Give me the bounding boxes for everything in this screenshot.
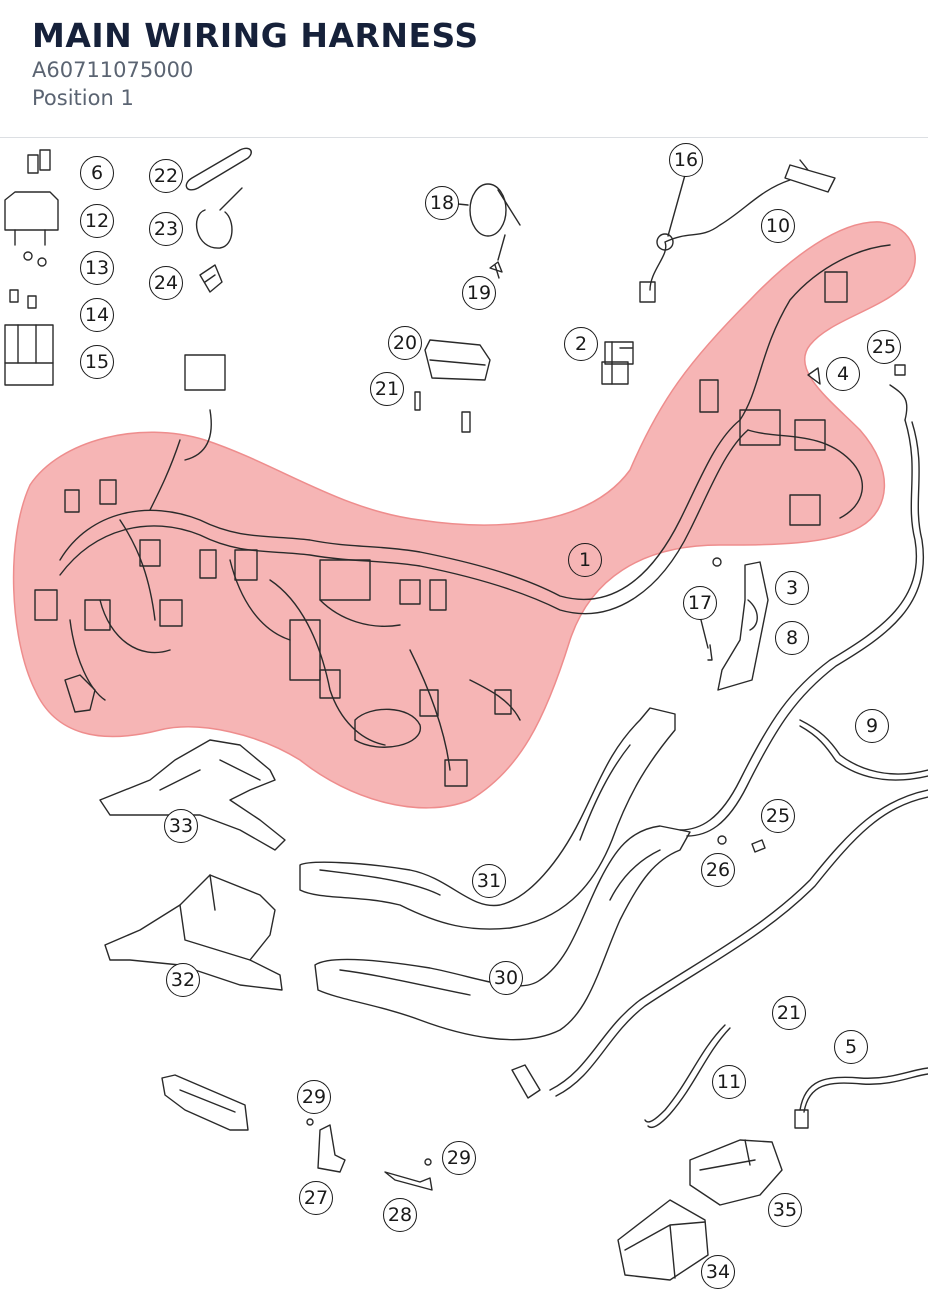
callout-c4[interactable]: 4 <box>826 357 860 391</box>
parts-4-25 <box>807 364 908 421</box>
callout-c13[interactable]: 13 <box>80 251 114 285</box>
callout-c30[interactable]: 30 <box>489 961 523 995</box>
callout-c6[interactable]: 6 <box>80 156 114 190</box>
callout-c26[interactable]: 26 <box>701 853 735 887</box>
part-2 <box>601 341 634 385</box>
callout-c29b[interactable]: 29 <box>442 1141 476 1175</box>
callout-c14[interactable]: 14 <box>80 298 114 332</box>
leader-lines <box>457 174 709 649</box>
callout-c35[interactable]: 35 <box>768 1193 802 1227</box>
callout-c1[interactable]: 1 <box>568 543 602 577</box>
callout-c2[interactable]: 2 <box>564 327 598 361</box>
callout-c8[interactable]: 8 <box>775 621 809 655</box>
callout-c9[interactable]: 9 <box>855 709 889 743</box>
line-art <box>4 147 928 1281</box>
callout-c16[interactable]: 16 <box>669 143 703 177</box>
callout-c21a[interactable]: 21 <box>370 372 404 406</box>
callout-c24[interactable]: 24 <box>149 266 183 300</box>
parts-22-24 <box>185 147 252 293</box>
parts-6-15 <box>4 149 59 386</box>
parts-18-19 <box>469 183 521 273</box>
exploded-parts-diagram <box>0 138 928 1290</box>
callout-c19[interactable]: 19 <box>462 276 496 310</box>
parts-20-21 <box>414 339 491 433</box>
page-title: MAIN WIRING HARNESS <box>32 16 479 55</box>
callout-c33[interactable]: 33 <box>164 809 198 843</box>
diagram-drawing <box>4 147 928 1281</box>
parts-16-10 <box>639 159 836 303</box>
callout-c3[interactable]: 3 <box>775 571 809 605</box>
bracket-31 <box>299 707 676 930</box>
callout-c12[interactable]: 12 <box>80 204 114 238</box>
callout-c5[interactable]: 5 <box>834 1030 868 1064</box>
callout-c25b[interactable]: 25 <box>761 799 795 833</box>
parts-34-35 <box>617 1139 783 1281</box>
main-harness-highlight[interactable] <box>12 221 916 809</box>
header: MAIN WIRING HARNESS A60711075000 Positio… <box>0 0 928 138</box>
callout-c10[interactable]: 10 <box>761 209 795 243</box>
callout-c25a[interactable]: 25 <box>867 330 901 364</box>
callout-c22[interactable]: 22 <box>149 159 183 193</box>
callout-c34[interactable]: 34 <box>701 1255 735 1289</box>
callout-c32[interactable]: 32 <box>166 963 200 997</box>
callout-c11[interactable]: 11 <box>712 1065 746 1099</box>
callout-c15[interactable]: 15 <box>80 345 114 379</box>
callout-c21b[interactable]: 21 <box>772 996 806 1030</box>
part-unlabeled-module <box>161 1074 249 1131</box>
callout-c20[interactable]: 20 <box>388 326 422 360</box>
callout-c27[interactable]: 27 <box>299 1181 333 1215</box>
callout-c17[interactable]: 17 <box>683 586 717 620</box>
callout-c29a[interactable]: 29 <box>297 1080 331 1114</box>
bracket-32 <box>104 874 283 991</box>
harness-connectors <box>34 271 848 787</box>
callout-c28[interactable]: 28 <box>383 1198 417 1232</box>
parts-25-26 <box>717 835 766 853</box>
callout-c18[interactable]: 18 <box>425 186 459 220</box>
position-label: Position 1 <box>32 86 134 110</box>
part-number: A60711075000 <box>32 58 194 82</box>
parts-27-29 <box>306 1118 433 1191</box>
callout-c31[interactable]: 31 <box>472 864 506 898</box>
parts-3-8-17 <box>707 557 769 691</box>
callout-c23[interactable]: 23 <box>149 212 183 246</box>
bracket-30 <box>314 825 691 1041</box>
long-cables <box>511 419 928 1129</box>
